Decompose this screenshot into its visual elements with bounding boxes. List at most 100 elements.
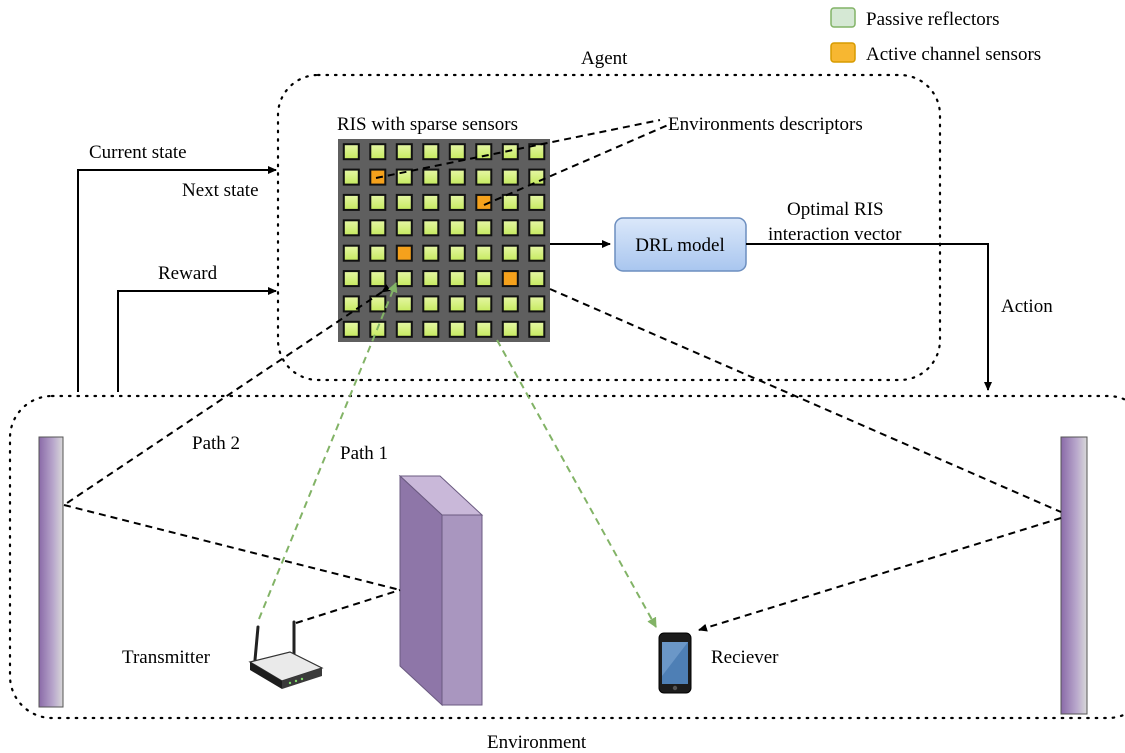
ris-title: RIS with sparse sensors <box>337 114 518 135</box>
drl-model-label: DRL model <box>635 235 725 256</box>
passive-reflector-cell <box>475 270 493 288</box>
passive-reflector-cell <box>342 219 360 237</box>
passive-reflector-cell <box>342 270 360 288</box>
passive-reflector-cell <box>501 320 519 338</box>
passive-reflector-cell <box>422 270 440 288</box>
passive-reflector-cell <box>369 219 387 237</box>
reward-label: Reward <box>158 263 218 284</box>
right-wall-to-receiver <box>698 517 1062 632</box>
passive-reflector-cell <box>475 244 493 262</box>
passive-reflector-cell <box>342 143 360 161</box>
passive-reflector-cell <box>342 193 360 211</box>
passive-reflector-cell <box>501 219 519 237</box>
env-descriptors-label: Environments descriptors <box>668 114 863 135</box>
passive-reflector-cell <box>528 244 546 262</box>
action-arrow <box>746 243 992 391</box>
passive-reflector-cell <box>395 193 413 211</box>
transmitter-label: Transmitter <box>122 647 211 668</box>
legend-passive-label: Passive reflectors <box>866 9 999 30</box>
passive-reflector-cell <box>501 295 519 313</box>
path2-line-lower <box>63 504 401 591</box>
passive-reflector-cell <box>395 143 413 161</box>
passive-reflector-cell <box>528 270 546 288</box>
active-sensor-cell <box>475 193 493 211</box>
path2-tx-to-block <box>295 589 401 624</box>
phone-icon <box>658 632 692 694</box>
passive-reflector-cell <box>422 295 440 313</box>
passive-reflector-cell <box>369 244 387 262</box>
path1-green-up <box>258 282 398 620</box>
passive-reflector-cell <box>395 320 413 338</box>
agent-boundary <box>276 73 942 382</box>
passive-reflector-cell <box>422 193 440 211</box>
passive-reflector-cell <box>448 320 466 338</box>
right-wall <box>1060 436 1088 715</box>
legend-passive-swatch <box>830 7 856 28</box>
passive-reflector-cell <box>475 320 493 338</box>
passive-reflector-cell <box>528 193 546 211</box>
passive-reflector-cell <box>501 193 519 211</box>
optimal-ris-label-2: interaction vector <box>768 224 902 245</box>
passive-reflector-cell <box>475 168 493 186</box>
passive-reflector-cell <box>369 270 387 288</box>
router-icon <box>248 620 324 689</box>
optimal-ris-label-1: Optimal RIS <box>787 199 884 220</box>
current-state-label: Current state <box>89 142 187 163</box>
ris-to-right-wall <box>549 288 1062 513</box>
passive-reflector-cell <box>448 168 466 186</box>
reward-arrow <box>117 287 277 392</box>
passive-reflector-cell <box>369 295 387 313</box>
passive-reflector-cell <box>448 143 466 161</box>
passive-reflector-cell <box>528 295 546 313</box>
passive-reflector-cell <box>448 295 466 313</box>
next-state-label: Next state <box>182 180 259 201</box>
passive-reflector-cell <box>369 143 387 161</box>
current-state-arrow <box>77 166 277 392</box>
descriptor-line-2 <box>483 124 669 206</box>
passive-reflector-cell <box>422 219 440 237</box>
path1-green-down <box>496 339 657 628</box>
passive-reflector-cell <box>422 244 440 262</box>
passive-reflector-cell <box>528 320 546 338</box>
path2-label: Path 2 <box>192 433 240 454</box>
passive-reflector-cell <box>422 320 440 338</box>
obstacle-block <box>398 474 484 707</box>
passive-reflector-cell <box>448 219 466 237</box>
passive-reflector-cell <box>475 219 493 237</box>
passive-reflector-cell <box>342 244 360 262</box>
passive-reflector-cell <box>501 168 519 186</box>
left-wall <box>38 436 64 708</box>
active-sensor-cell <box>395 244 413 262</box>
environment-label: Environment <box>487 732 587 753</box>
passive-reflector-cell <box>528 143 546 161</box>
passive-reflector-cell <box>501 244 519 262</box>
receiver-label: Reciever <box>711 647 779 668</box>
passive-reflector-cell <box>422 143 440 161</box>
passive-reflector-cell <box>501 143 519 161</box>
passive-reflector-cell <box>528 219 546 237</box>
passive-reflector-cell <box>395 270 413 288</box>
action-label: Action <box>1001 296 1053 317</box>
passive-reflector-cell <box>342 168 360 186</box>
legend-active-swatch <box>830 42 856 63</box>
passive-reflector-cell <box>448 244 466 262</box>
passive-reflector-cell <box>448 270 466 288</box>
path1-label: Path 1 <box>340 443 388 464</box>
passive-reflector-cell <box>528 168 546 186</box>
path2-line-upper <box>63 284 391 506</box>
passive-reflector-cell <box>395 295 413 313</box>
environment-boundary <box>8 394 1125 720</box>
descriptor-line-1 <box>375 119 661 179</box>
passive-reflector-cell <box>448 193 466 211</box>
passive-reflector-cell <box>475 295 493 313</box>
agent-label: Agent <box>581 48 628 69</box>
passive-reflector-cell <box>422 168 440 186</box>
legend: Passive reflectors Active channel sensor… <box>830 7 1041 65</box>
legend-active-label: Active channel sensors <box>866 44 1041 65</box>
passive-reflector-cell <box>342 320 360 338</box>
passive-reflector-cell <box>395 219 413 237</box>
passive-reflector-cell <box>369 193 387 211</box>
ris-grid <box>338 139 550 342</box>
